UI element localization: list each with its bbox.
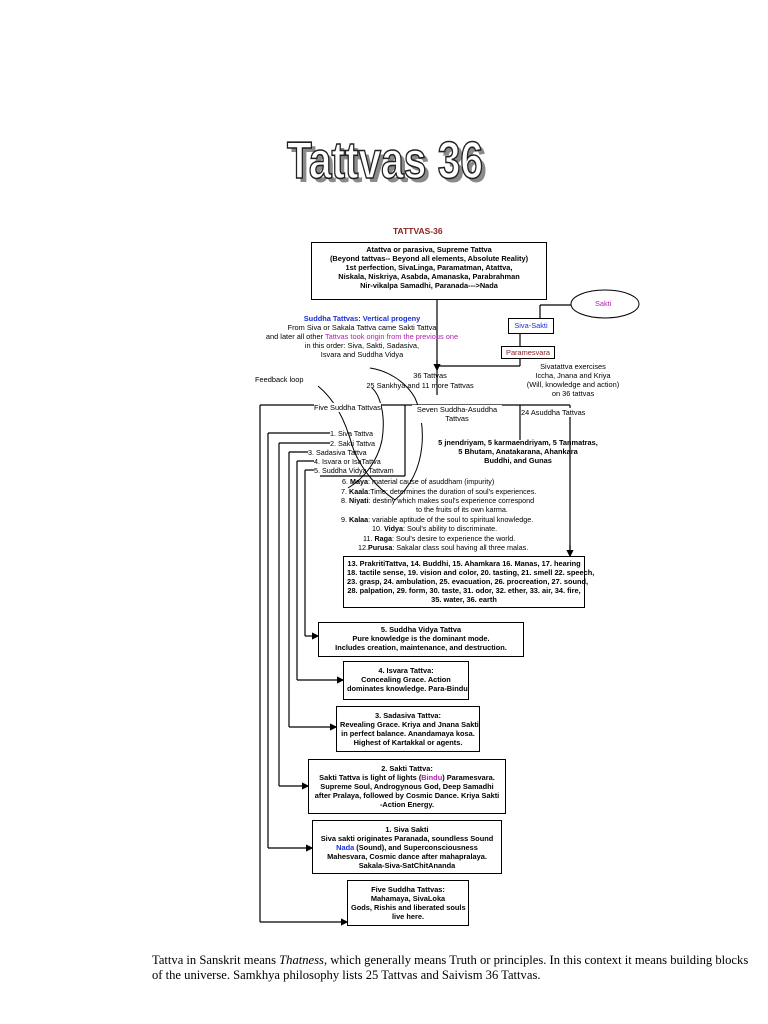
sadasiva-line: Highest of Kartakkal or agents. xyxy=(353,738,463,747)
diagram-heading: TATTVAS-36 xyxy=(393,226,443,236)
bindu-highlight: Bindu xyxy=(421,773,443,782)
sakti-tattva-box: 2. Sakti Tattva: Sakti Tattva is light o… xyxy=(308,759,506,814)
prakriti-line: 13. PrakritiTattva, 14. Buddhi, 15. Aham… xyxy=(347,559,581,568)
prakriti-line: 18. tactile sense, 19. vision and color,… xyxy=(347,568,595,577)
siva-sakti-line: Siva sakti originates Paranada, soundles… xyxy=(320,834,494,843)
prakriti-line: 23. grasp, 24. ambulation, 25. evacuatio… xyxy=(347,577,589,586)
suddha-item: 3. Sadasiva Tattva xyxy=(308,448,367,457)
suddha-vidya-line: 5. Suddha Vidya Tattva xyxy=(380,625,462,634)
title-shadow: Tattvas 36 xyxy=(291,136,487,194)
isvara-line: dominates knowledge. Para-Bindu xyxy=(347,684,468,693)
five-suddha-line: Five Suddha Tattvas: xyxy=(371,885,445,894)
asuddha-item: 10. Vidya: Soul's ability to discriminat… xyxy=(372,524,498,533)
sadasiva-line: in perfect balance. Anandamaya kosa. xyxy=(341,729,475,738)
title-text: Tattvas 36 xyxy=(287,132,483,190)
suddha-text: Suddha Tattvas: Vertical progeny From Si… xyxy=(232,314,492,359)
suddha-item: 1. Siva Tattva xyxy=(330,429,374,438)
footer-text: , which generally means Truth or princip… xyxy=(152,953,749,982)
footer-text: Tattva in Sanskrit means xyxy=(152,953,280,967)
nada-highlight: Nada xyxy=(336,843,355,852)
twentyfour-label: 24 Asuddha Tattvas xyxy=(521,408,586,417)
atattva-box: Atattva or parasiva, Supreme Tattva (Bey… xyxy=(311,242,547,300)
siva-sakti-detail-box: 1. Siva Sakti Siva sakti originates Para… xyxy=(312,820,502,874)
five-suddha-box: Five Suddha Tattvas: Mahamaya, SivaLoka … xyxy=(347,880,469,926)
asuddha-item: 9. Kalaa: variable aptitude of the soul … xyxy=(341,515,534,524)
atattva-line: Nir-vikalpa Samadhi, Paranada--->Nada xyxy=(360,281,498,290)
suddha-line: From Siva or Sakala Tattva came Sakti Ta… xyxy=(287,323,437,332)
suddha-highlight: Tattvas took origin from the previous on… xyxy=(324,332,459,341)
suddha-line: and later all other xyxy=(265,332,325,341)
siva-sakti-line: 1. Siva Sakti xyxy=(385,825,429,834)
suddha-item: 2. Sakti Tattva xyxy=(330,439,376,448)
sakti-tattva-line: ) Paramesvara. xyxy=(442,773,495,782)
prakriti-line: 28. palpation, 29. form, 30. taste, 31. … xyxy=(347,586,581,595)
indriyam-text: 5 jnendriyam, 5 karmaendriyam, 5 Tanmatr… xyxy=(438,438,598,465)
suddha-item: 4. Isvara or IsaTattva xyxy=(314,457,381,466)
isvara-box: 4. Isvara Tattva: Concealing Grace. Acti… xyxy=(343,661,469,700)
atattva-line: 1st perfection, SivaLinga, Paramatman, A… xyxy=(345,263,513,272)
tattvas36-label: 36 Tattvas xyxy=(413,371,447,380)
indriyam-line: 5 jnendriyam, 5 karmaendriyam, 5 Tanmatr… xyxy=(438,438,598,447)
siva-sakti-line: Sakala-Siva-SatChitAnanda xyxy=(358,861,456,870)
suddha-vidya-line: Pure knowledge is the dominant mode. xyxy=(352,634,490,643)
asuddha-item: 11. Raga: Soul's desire to experience th… xyxy=(363,534,516,543)
sakti-tattva-line: after Pralaya, followed by Cosmic Dance.… xyxy=(314,791,500,800)
five-suddha-label: Five Suddha Tattvas xyxy=(314,403,381,412)
suddha-vidya-line: Includes creation, maintenance, and dest… xyxy=(335,643,507,652)
sivatattva-line: on 36 tattvas xyxy=(551,389,595,398)
sivatattva-line: Iccha, Jnana and Kriya xyxy=(535,371,611,380)
atattva-line: (Beyond tattvas-- Beyond all elements, A… xyxy=(329,254,529,263)
prakriti-box: 13. PrakritiTattva, 14. Buddhi, 15. Aham… xyxy=(343,556,595,608)
asuddha-item: 8. Niyati: destiny which makes soul's ex… xyxy=(341,496,535,505)
sivatattva-text: Sivatattva exercises Iccha, Jnana and Kr… xyxy=(508,362,638,398)
suddha-line: Isvara and Suddha Vidya xyxy=(320,350,404,359)
seven-suddha-line: Tattvas xyxy=(445,414,469,423)
asuddha-item: 7. Kaala:Time: determines the duration o… xyxy=(341,487,537,496)
footer-italic: Thatness xyxy=(279,953,324,967)
five-suddha-line: Gods, Rishis and liberated souls xyxy=(351,903,466,912)
asuddha-item: to the fruits of its own karma. xyxy=(416,505,508,514)
sakti-tattva-line: Sakti Tattva is light of lights ( xyxy=(319,773,422,782)
atattva-line: Niskala, Niskriya, Asabda, Amanaska, Par… xyxy=(338,272,520,281)
sadasiva-line: 3. Sadasiva Tattva: xyxy=(375,711,441,720)
indriyam-line: Buddhi, and Gunas xyxy=(484,456,552,465)
atattva-line: Atattva or parasiva, Supreme Tattva xyxy=(366,245,492,254)
sakti-tattva-line: Supreme Soul, Androgynous God, Deep Sama… xyxy=(320,782,494,791)
five-suddha-line: Mahamaya, SivaLoka xyxy=(370,894,446,903)
page-title: Tattvas 36 Tattvas 36 xyxy=(285,130,495,194)
asuddha-item: 6. Maya: material cause of asuddham (imp… xyxy=(342,477,495,486)
seven-suddha-label: Seven Suddha-Asuddha Tattvas xyxy=(412,405,502,423)
footer-paragraph: Tattva in Sanskrit means Thatness, which… xyxy=(152,953,752,983)
feedback-loop-label: Feedback loop xyxy=(255,375,304,384)
five-suddha-line: live here. xyxy=(391,912,425,921)
siva-sakti-box: Siva-Sakti xyxy=(508,318,554,334)
sadasiva-line: Revealing Grace. Kriya and Jnana Sakti xyxy=(340,720,479,729)
suddha-heading: Suddha Tattvas: Vertical progeny xyxy=(303,314,421,323)
suddha-line: in this order: Siva, Sakti, Sadasiva, xyxy=(304,341,420,350)
isvara-line: 4. Isvara Tattva: xyxy=(378,666,434,675)
sakti-oval xyxy=(570,289,640,319)
seven-suddha-line: Seven Suddha-Asuddha xyxy=(416,405,498,414)
paramesvara-box: Paramesvara xyxy=(501,346,555,359)
sakti-label: Sakti xyxy=(595,299,612,308)
sakti-tattva-line: 2. Sakti Tattva: xyxy=(381,764,433,773)
prakriti-line: 35. water, 36. earth xyxy=(431,595,497,604)
indriyam-line: 5 Bhutam, Anatakarana, Ahankara xyxy=(458,447,578,456)
siva-sakti-line: (Sound), and Superconsciousness xyxy=(354,843,478,852)
sakti-tattva-line: -Action Energy. xyxy=(379,800,435,809)
suddha-item: 5. Suddha Vidya Tattvam xyxy=(314,466,394,475)
siva-sakti-line: Mahesvara, Cosmic dance after mahapralay… xyxy=(327,852,487,861)
sivatattva-line: (Will, knowledge and action) xyxy=(526,380,620,389)
isvara-line: Concealing Grace. Action xyxy=(361,675,451,684)
sivatattva-line: Sivatattva exercises xyxy=(540,362,606,371)
sadasiva-box: 3. Sadasiva Tattva: Revealing Grace. Kri… xyxy=(336,706,480,752)
suddha-vidya-box: 5. Suddha Vidya Tattva Pure knowledge is… xyxy=(318,622,524,657)
asuddha-item: 12.Purusa: Sakalar class soul having all… xyxy=(358,543,529,552)
sankhya-label: 25 Sankhya and 11 more Tattvas xyxy=(366,381,474,390)
